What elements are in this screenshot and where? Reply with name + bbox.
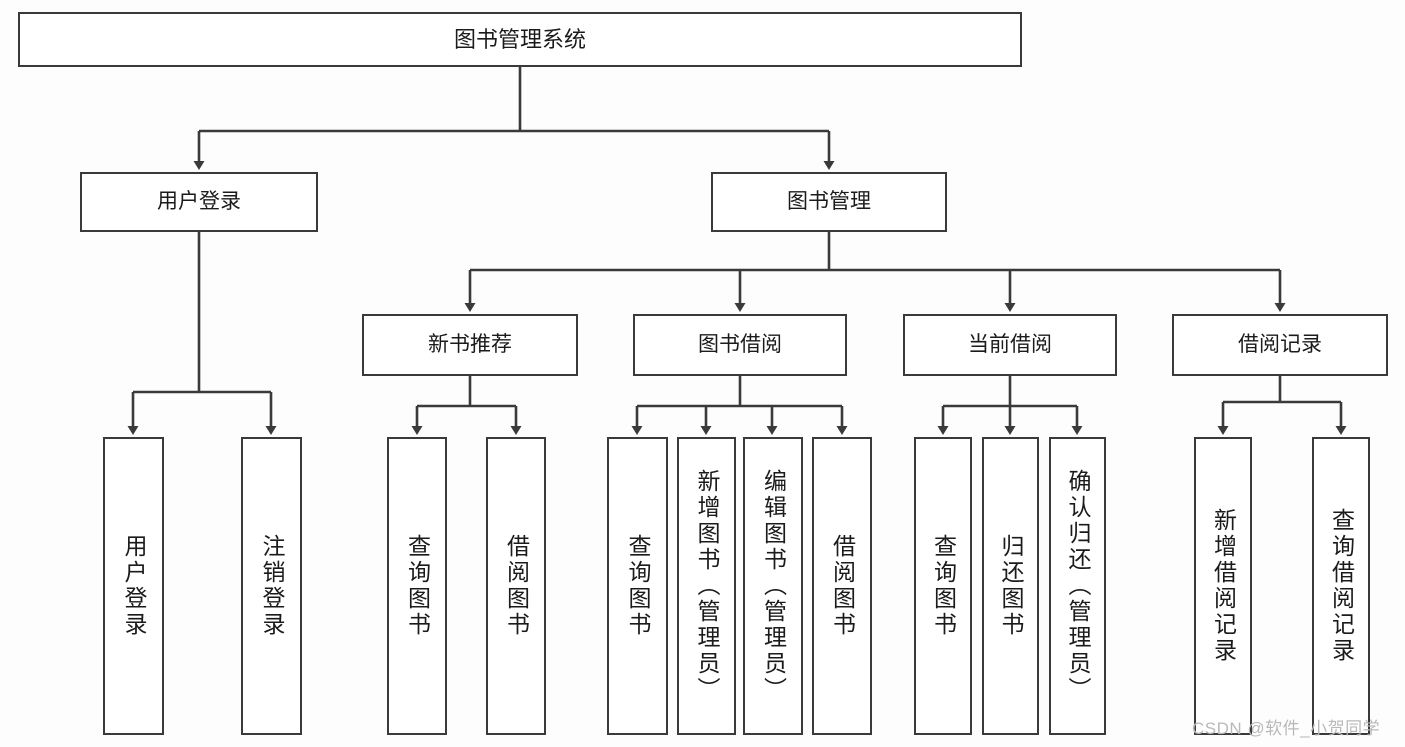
leaf-logout[interactable]: 注销登录 (241, 437, 302, 735)
node-label: 当前借阅 (968, 332, 1052, 356)
node-label: 借阅图书 (503, 534, 530, 638)
leaf-borrow-books[interactable]: 借阅图书 (812, 437, 872, 735)
node-label: 归还图书 (998, 534, 1024, 638)
node-label: 查询图书 (930, 534, 957, 638)
leaf-query-borrow-record[interactable]: 查询借阅记录 (1312, 437, 1370, 735)
node-label: 新书推荐 (428, 332, 512, 356)
leaf-borrow-books-recommend[interactable]: 借阅图书 (486, 437, 546, 735)
node-label: 确认归还（管理员） (1065, 469, 1091, 703)
node-label: 新增图书（管理员） (694, 469, 720, 703)
watermark-text: CSDN @软件_小贺同学 (1192, 719, 1381, 738)
node-label: 借阅记录 (1238, 332, 1322, 356)
node-book-borrow[interactable]: 图书借阅 (633, 314, 847, 376)
node-label: 借阅图书 (829, 534, 856, 638)
leaf-edit-book-admin[interactable]: 编辑图书（管理员） (743, 437, 803, 735)
node-label: 用户登录 (121, 534, 147, 638)
node-book-management[interactable]: 图书管理 (711, 172, 947, 232)
node-label: 查询图书 (625, 534, 651, 638)
leaf-return-books[interactable]: 归还图书 (982, 437, 1039, 735)
node-label: 图书借阅 (698, 332, 782, 356)
node-new-book-recommend[interactable]: 新书推荐 (362, 314, 578, 376)
leaf-query-books-recommend[interactable]: 查询图书 (387, 437, 447, 735)
node-label: 注销登录 (259, 534, 285, 638)
node-label: 图书管理系统 (453, 26, 586, 52)
node-label: 查询借阅记录 (1328, 508, 1355, 664)
node-label: 新增借阅记录 (1210, 508, 1237, 664)
node-label: 图书管理 (787, 189, 871, 213)
node-user-login[interactable]: 用户登录 (80, 172, 318, 232)
leaf-add-borrow-record[interactable]: 新增借阅记录 (1194, 437, 1252, 735)
node-current-borrow[interactable]: 当前借阅 (903, 314, 1117, 376)
node-label: 编辑图书（管理员） (760, 469, 787, 703)
leaf-query-books-current[interactable]: 查询图书 (914, 437, 972, 735)
node-borrow-records[interactable]: 借阅记录 (1172, 314, 1388, 376)
node-label: 用户登录 (157, 189, 241, 213)
leaf-add-book-admin[interactable]: 新增图书（管理员） (677, 437, 736, 735)
leaf-confirm-return-admin[interactable]: 确认归还（管理员） (1049, 437, 1106, 735)
node-label: 查询图书 (404, 534, 431, 638)
leaf-query-books-borrow[interactable]: 查询图书 (607, 437, 668, 735)
node-root-system[interactable]: 图书管理系统 (18, 12, 1022, 67)
leaf-user-login[interactable]: 用户登录 (103, 437, 164, 735)
